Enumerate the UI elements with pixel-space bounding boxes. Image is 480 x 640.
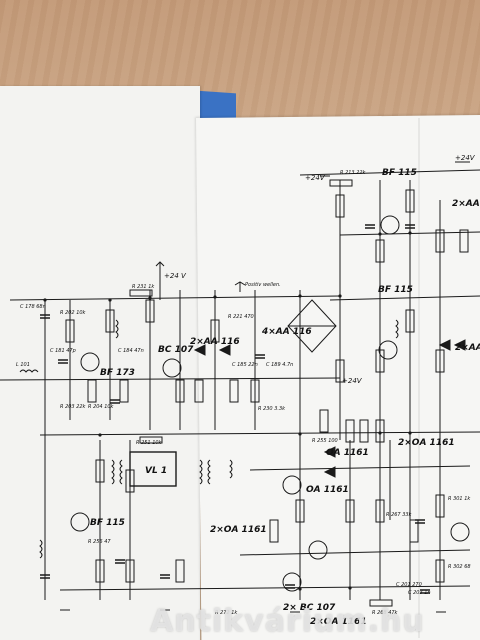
component-label: R 251 10k [136,440,163,446]
component-label: C 184 47n [118,348,144,354]
supply-label: +24 V [164,272,187,280]
amplifier-block-label: VL 1 [145,466,167,476]
component-label: R 202 10k [60,310,87,316]
diode-label: OA 1161 [306,485,349,495]
component-label: R 255 100 [312,438,338,444]
component-label: C 178 68n [20,304,46,310]
transistor-label: BF 173 [100,368,135,378]
component-label: R 204 10k [88,404,115,410]
diode-label: 2×OA 1161 [398,438,455,448]
component-label: R 268 47k [372,610,399,616]
supply-label: +24V [305,174,326,182]
diode-label: 2×AA 116 [190,337,240,347]
diode-label: 2×OA 1161 [310,617,367,627]
component-label: R 221 470 [228,314,254,320]
diode-label: OA 1161 [326,448,369,458]
component-label: R 231 1k [132,284,155,290]
component-label: R 213 22k [340,170,367,176]
component-label: R 256 47 [88,539,111,545]
component-label: R 203 22k [60,404,87,410]
transistor-label: BF 115 [382,168,417,178]
component-label: L 101 [16,362,30,368]
component-label: R 301 1k [448,496,471,502]
transistor-label: BF 115 [90,518,125,528]
supply-label: +24V [455,154,476,162]
component-label: C 189 4.7n [266,362,293,368]
watermark-text: Antikvárium.hu [150,604,425,639]
diode-label: 2×OA 1161 [210,525,267,535]
component-label: R 272 1k [215,610,238,616]
component-label: C 185 22n [232,362,258,368]
component-label: C 203 1n [408,590,431,596]
component-label: R 302 68 [448,564,471,570]
component-label: R 267 33k [386,512,413,518]
transistor-label: BC 107 [158,345,194,355]
note-label: Positiv wellen. [245,282,281,288]
component-label: R 230 3.3k [258,406,286,412]
component-label: C 181 47p [50,348,76,354]
diode-label: 2×AA 116 [455,343,480,353]
transistor-label: BF 115 [378,285,413,295]
diode-label: 2×AA 116 [452,199,480,209]
diode-label: 4×AA 116 [261,327,312,337]
supply-label: +24V [342,377,363,385]
transistor-label: 2× BC 107 [283,603,336,613]
component-label: C 201 270 [396,582,422,588]
page-fold [418,118,420,638]
